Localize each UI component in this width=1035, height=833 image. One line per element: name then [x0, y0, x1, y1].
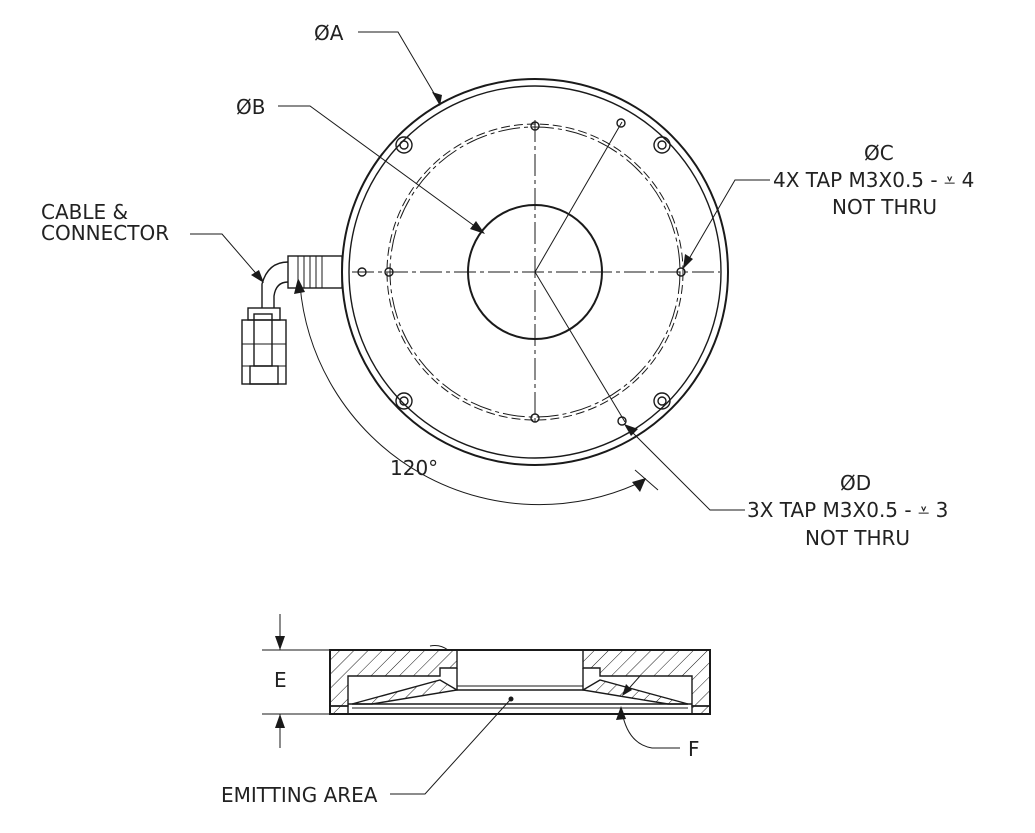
label-angle: 120° [390, 456, 438, 480]
label-tap-d-1: 3X TAP M3X0.5 - ⩡ 3 [747, 498, 948, 522]
tap-hole [530, 121, 540, 131]
label-tap-d-2: NOT THRU [805, 526, 910, 550]
label-cable-2: CONNECTOR [41, 221, 169, 245]
outer-ring-inner-edge [348, 85, 722, 459]
label-dia-d: ØD [840, 471, 871, 495]
screw-head [395, 136, 413, 154]
label-cable-1: CABLE & [41, 200, 128, 224]
label-dim-f: F [688, 737, 700, 761]
label-dia-a: ØA [314, 21, 344, 45]
top-view [241, 78, 729, 506]
radial-line-2 [534, 271, 626, 423]
tap-hole [616, 118, 626, 128]
label-dim-e: E [274, 668, 287, 692]
tap-hole [676, 267, 686, 277]
label-emitting-area: EMITTING AREA [221, 783, 378, 807]
cable-connector [241, 255, 343, 385]
screw-head [395, 392, 413, 410]
screw-head [653, 392, 671, 410]
angle-dimension-arc [299, 284, 646, 506]
label-dia-c: ØC [864, 141, 894, 165]
label-dia-b: ØB [236, 95, 265, 119]
tap-hole [357, 267, 367, 277]
screw-head [653, 136, 671, 154]
tap-hole [617, 416, 627, 426]
tap-hole [530, 413, 540, 423]
label-tap-c-1: 4X TAP M3X0.5 - ⩡ 4 [773, 168, 974, 192]
leaders [190, 31, 770, 511]
radial-line-1 [534, 121, 623, 273]
section-view [262, 614, 711, 795]
tap-hole [384, 267, 394, 277]
label-tap-c-2: NOT THRU [832, 195, 937, 219]
